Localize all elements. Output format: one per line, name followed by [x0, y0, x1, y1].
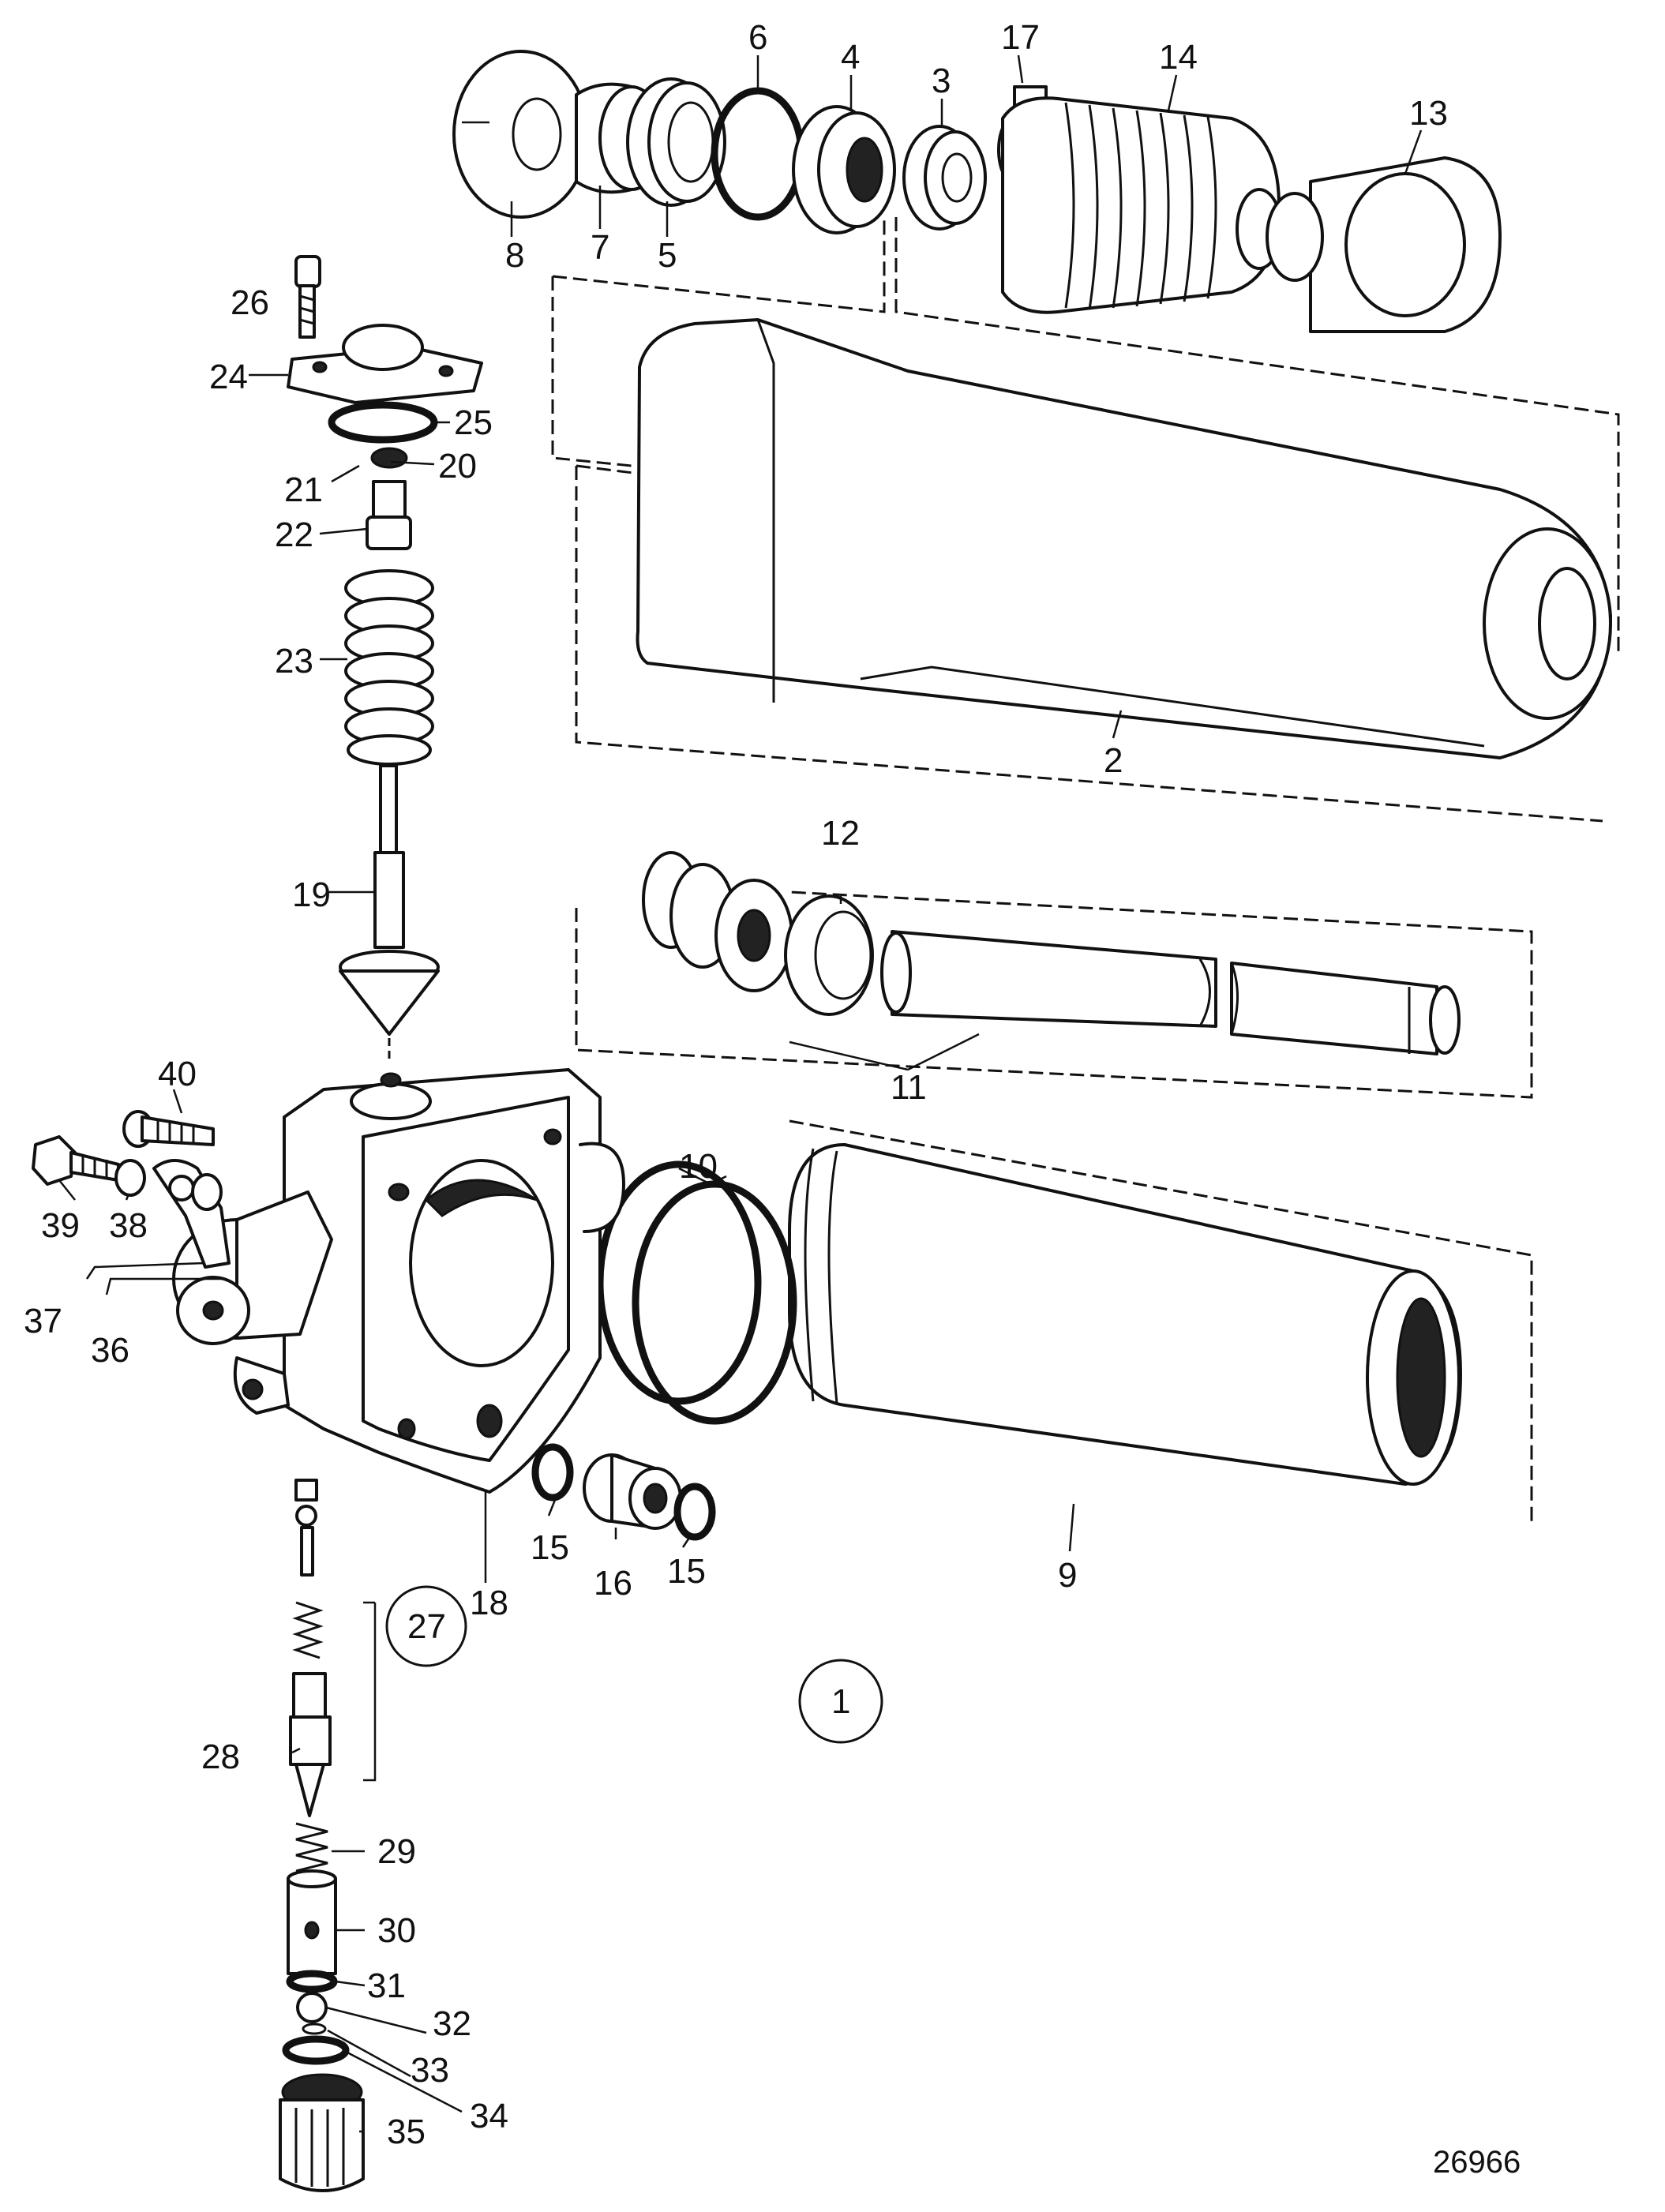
sleeve-16: [583, 1453, 682, 1530]
callout-13: 13: [1409, 94, 1448, 133]
callout-34: 34: [470, 2097, 508, 2135]
cylinder-barrel-2: [636, 318, 1612, 759]
callout-12: 12: [821, 814, 860, 853]
washer-38: [114, 1159, 146, 1197]
callout-5: 5: [658, 236, 677, 275]
spring-29: [295, 1822, 328, 1873]
callout-27: 27: [407, 1607, 446, 1646]
callout-4: 4: [841, 38, 860, 77]
callout-8: 8: [505, 236, 524, 275]
callout-22: 22: [275, 516, 313, 554]
o-ring-34: [282, 2035, 350, 2065]
washer-20: [370, 447, 408, 469]
callout-39: 39: [41, 1206, 80, 1245]
callout-36: 36: [91, 1331, 129, 1370]
piston-rod-11: [880, 930, 1461, 1055]
screw-39: [32, 1135, 120, 1186]
o-ring-15-left: [531, 1443, 574, 1502]
callout-9: 9: [1058, 1556, 1077, 1595]
rod-eye-13: [1266, 156, 1502, 333]
valve-housing-18: [172, 1068, 625, 1494]
ball-32: [296, 1992, 328, 2023]
callout-27-circle: [385, 1585, 467, 1667]
bushing-36: [191, 1173, 223, 1211]
callout-14: 14: [1159, 38, 1198, 77]
group-number-circle: [798, 1659, 883, 1744]
spring-23: [344, 569, 434, 766]
o-ring-6: [711, 87, 805, 221]
guide-5: [626, 77, 726, 207]
callout-15-left: 15: [531, 1528, 569, 1567]
callout-29: 29: [377, 1832, 416, 1871]
callout-37: 37: [24, 1302, 62, 1340]
callout-20: 20: [438, 447, 477, 486]
callout-23: 23: [275, 642, 313, 680]
reference-number: 26966: [1433, 2145, 1521, 2180]
callout-17: 17: [1001, 18, 1040, 57]
callout-24: 24: [209, 358, 248, 396]
callout-31: 31: [367, 1966, 406, 2005]
callout-11: 11: [891, 1068, 927, 1107]
plug-35: [279, 2073, 365, 2192]
callout-19: 19: [292, 875, 331, 914]
callout-35: 35: [387, 2113, 426, 2151]
callout-16: 16: [594, 1564, 632, 1603]
callout-3: 3: [932, 62, 951, 100]
valve-seat-30: [287, 1869, 337, 1975]
piston-11: [642, 851, 793, 992]
spring-27: [292, 1601, 324, 1659]
callout-38: 38: [109, 1206, 148, 1245]
screw-insert-27: [294, 1479, 318, 1577]
callout-15-right: 15: [667, 1552, 706, 1591]
callout-28: 28: [201, 1738, 240, 1776]
screw-40: [122, 1110, 215, 1148]
o-rings-10: [596, 1160, 797, 1425]
callout-30: 30: [377, 1911, 416, 1950]
washer-8: [452, 50, 590, 219]
seal-4: [792, 105, 896, 234]
callout-26: 26: [231, 283, 269, 322]
callout-32: 32: [433, 2004, 471, 2043]
callout-33: 33: [411, 2051, 449, 2090]
scraper-3: [902, 125, 987, 231]
callout-6: 6: [748, 18, 767, 57]
callout-2: 2: [1104, 741, 1123, 780]
o-ring-15-right: [673, 1483, 716, 1541]
o-ring-25: [328, 401, 438, 444]
callout-7: 7: [591, 228, 609, 267]
piston-ring-12: [784, 894, 874, 1016]
screw-26: [294, 255, 321, 339]
callout-10: 10: [679, 1147, 718, 1186]
valve-stem-19: [339, 764, 440, 1036]
bellows-boot-14: [1001, 96, 1283, 314]
callout-25: 25: [454, 403, 493, 442]
o-ring-31: [286, 1970, 338, 1993]
cover-24: [287, 324, 483, 404]
nut-22: [366, 480, 412, 550]
group-number: 1: [831, 1682, 850, 1721]
callout-40: 40: [158, 1055, 197, 1093]
cylinder-tube-9: [788, 1143, 1462, 1486]
valve-body-28: [289, 1672, 332, 1817]
callout-18: 18: [470, 1584, 508, 1622]
washer-33: [302, 2023, 327, 2035]
callout-21: 21: [284, 471, 323, 509]
